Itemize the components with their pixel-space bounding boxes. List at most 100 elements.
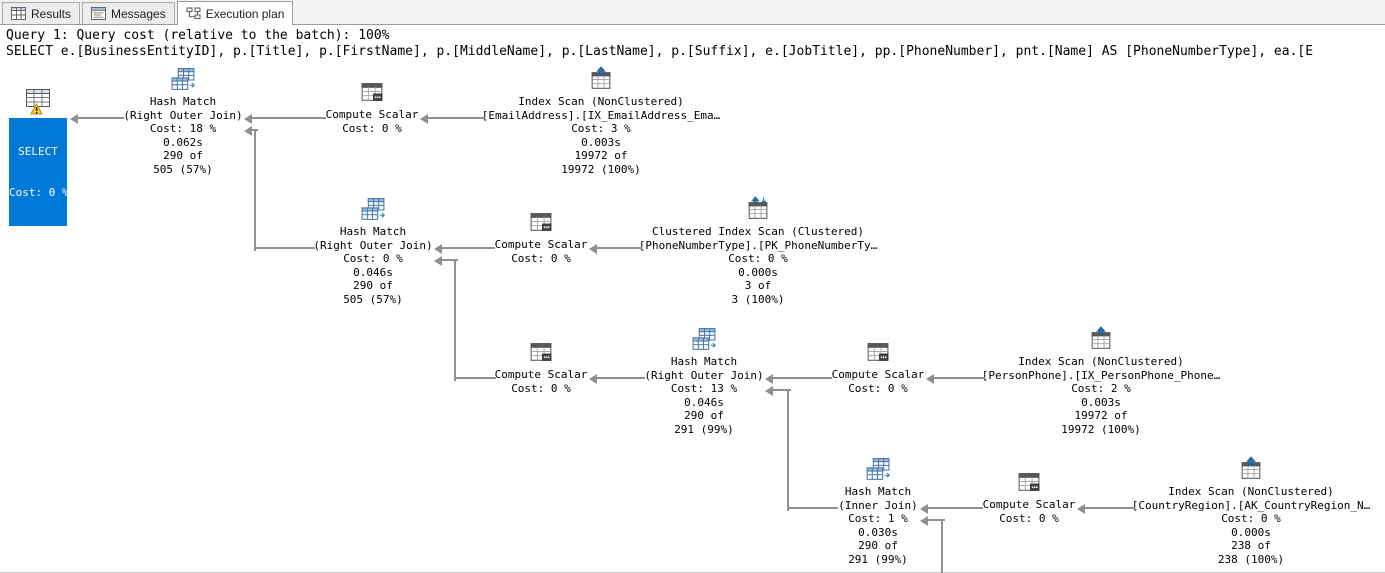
plan-arrow-hashmatch3-hashmatch4 <box>787 389 789 511</box>
plan-arrow-hashmatch4-computescalar5 <box>920 504 928 514</box>
plan-node-line: 505 (57%) <box>153 162 213 176</box>
plan-node-line: 19972 of <box>574 149 628 162</box>
compute-scalar-icon <box>527 339 555 366</box>
plan-arrow-hashmatch4-computescalar5 <box>927 507 983 509</box>
plan-node-line: [EmailAddress].[IX_EmailAddress_Ema… <box>481 108 721 122</box>
plan-node-line: Compute Scalar <box>494 368 588 381</box>
select-node-highlight: SELECT Cost: 0 % <box>9 118 69 226</box>
plan-arrow-computescalar5-indexscan3 <box>1077 504 1085 514</box>
plan-arrow-computescalar2-clusteredindexscan <box>589 244 597 254</box>
hash-match-icon <box>359 196 387 223</box>
plan-node-line: Hash Match <box>149 95 217 108</box>
plan-node-line: 19972 (100%) <box>1061 422 1141 436</box>
index-scan-icon <box>1087 326 1115 353</box>
tab-results[interactable]: Results <box>2 2 81 24</box>
plan-node-text: Hash Match(Right Outer Join)Cost: 13 %0.… <box>584 355 824 436</box>
plan-arrow-hashmatch2-computescalar3 <box>441 259 458 261</box>
plan-node-line: Compute Scalar <box>325 108 419 121</box>
plan-node-hash-match-1[interactable]: Hash Match(Right Outer Join)Cost: 18 %0.… <box>63 66 303 176</box>
plan-node-line: [PersonPhone].[IX_PersonPhone_Phone… <box>981 368 1221 382</box>
plan-node-line: (Inner Join) <box>838 498 918 512</box>
plan-node-line: [CountryRegion].[AK_CountryRegion_N… <box>1131 498 1371 512</box>
plan-node-line: Cost: 2 % <box>1071 382 1131 395</box>
plan-node-line: 290 of <box>684 409 724 422</box>
plan-node-line: 0.003s <box>1081 395 1121 409</box>
plan-node-line: 0.062s <box>163 135 203 149</box>
plan-arrow-computescalar4-indexscan2 <box>933 377 985 379</box>
plan-arrow-hashmatch2-computescalar3 <box>454 377 496 379</box>
compute-scalar-icon <box>358 79 386 106</box>
query-statement-text: SELECT e.[BusinessEntityID], p.[Title], … <box>6 44 1314 59</box>
plan-node-text: Index Scan (NonClustered)[EmailAddress].… <box>481 95 721 176</box>
plan-node-line: 290 of <box>163 149 203 162</box>
clustered-index-scan-icon <box>744 196 772 223</box>
plan-node-line: Cost: 0 % <box>999 511 1059 525</box>
plan-arrow-computescalar3-hashmatch3 <box>596 377 645 379</box>
tab-messages[interactable]: Messages <box>82 2 175 24</box>
plan-arrow-hashmatch1-hashmatch2 <box>254 129 256 251</box>
plan-node-line: 291 (99%) <box>848 552 908 566</box>
plan-node-line: (Right Outer Join) <box>123 108 243 122</box>
plan-node-text: Hash Match(Right Outer Join)Cost: 0 %0.0… <box>253 225 493 306</box>
plan-node-line: Compute Scalar <box>831 368 925 381</box>
result-grid-warning-icon <box>24 88 52 115</box>
plan-arrow-hashmatch4-offscreen-child <box>920 516 928 526</box>
plan-node-line: 19972 (100%) <box>561 162 641 176</box>
plan-node-line: Cost: 0 % <box>728 252 788 265</box>
plan-node-line: Cost: 1 % <box>848 512 908 525</box>
plan-node-clustered-index-scan-phonenumbertype[interactable]: Clustered Index Scan (Clustered)[PhoneNu… <box>638 196 878 306</box>
plan-arrow-hashmatch3-hashmatch4 <box>765 386 773 396</box>
messages-icon <box>91 7 107 20</box>
plan-node-line: Hash Match <box>339 225 407 238</box>
plan-node-hash-match-3[interactable]: Hash Match(Right Outer Join)Cost: 13 %0.… <box>584 326 824 436</box>
plan-node-line: 0.003s <box>581 135 621 149</box>
plan-node-index-scan-personphone[interactable]: Index Scan (NonClustered)[PersonPhone].[… <box>981 326 1221 436</box>
plan-node-line: Cost: 0 % <box>342 121 402 135</box>
tab-execution-plan[interactable]: Execution plan <box>176 1 294 25</box>
plan-node-text: Hash Match(Right Outer Join)Cost: 18 %0.… <box>63 95 303 176</box>
plan-node-line: Index Scan (NonClustered) <box>1018 355 1184 368</box>
index-scan-icon <box>1237 456 1265 483</box>
plan-node-line: Index Scan (NonClustered) <box>518 95 684 108</box>
plan-node-line: 3 (100%) <box>731 292 785 306</box>
plan-node-line: Clustered Index Scan (Clustered) <box>652 225 864 238</box>
plan-arrow-hashmatch2-computescalar3 <box>434 256 442 266</box>
plan-arrow-hashmatch1-computescalar1 <box>244 114 252 124</box>
plan-arrow-computescalar4-indexscan2 <box>926 374 934 384</box>
plan-arrow-hashmatch3-hashmatch4 <box>772 389 791 391</box>
plan-node-line: Cost: 0 % <box>343 252 403 265</box>
plan-node-line: 238 (100%) <box>1217 552 1285 566</box>
plan-arrow-select-hashmatch1 <box>70 114 78 124</box>
hash-match-icon <box>169 66 197 93</box>
plan-arrow-hashmatch4-offscreen-child <box>927 519 945 521</box>
compute-scalar-icon <box>527 209 555 236</box>
plan-arrow-hashmatch1-hashmatch2 <box>254 247 315 249</box>
plan-node-index-scan-emailaddress[interactable]: Index Scan (NonClustered)[EmailAddress].… <box>481 66 721 176</box>
plan-arrow-hashmatch4-offscreen-child <box>941 519 943 573</box>
plan-node-line: 238 of <box>1231 539 1271 552</box>
plan-node-index-scan-countryregion[interactable]: Index Scan (NonClustered)[CountryRegion]… <box>1131 456 1371 566</box>
plan-node-line: Cost: 3 % <box>571 122 631 135</box>
index-scan-icon <box>587 66 615 93</box>
plan-arrow-hashmatch2-computescalar2 <box>441 247 495 249</box>
plan-node-line: 0.000s <box>1231 525 1271 539</box>
select-node-cost: Cost: 0 % <box>9 185 69 199</box>
plan-node-select[interactable]: SELECT Cost: 0 % <box>9 88 69 226</box>
plan-node-hash-match-2[interactable]: Hash Match(Right Outer Join)Cost: 0 %0.0… <box>253 196 493 306</box>
plan-node-line: 3 of <box>744 279 772 292</box>
plan-arrow-hashmatch3-computescalar4 <box>765 374 773 384</box>
plan-node-line: 291 (99%) <box>674 422 734 436</box>
tab-label: Results <box>31 6 72 21</box>
plan-arrow-hashmatch2-computescalar2 <box>434 244 442 254</box>
